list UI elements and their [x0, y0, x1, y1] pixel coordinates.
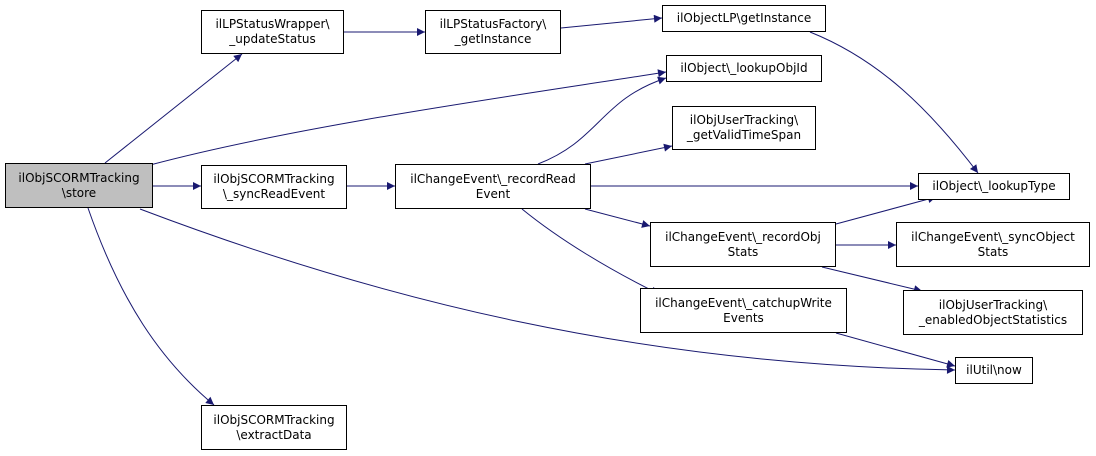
node-label-line1: ilChangeEvent\_recordObj	[665, 229, 821, 244]
edge-recordReadEvent-to-lookupObjId	[537, 76, 667, 165]
node-ilchangeevent-catchupwriteevents[interactable]: ilChangeEvent\_catchupWrite Events	[640, 288, 847, 333]
edge-recordObjStats-to-lookupType	[835, 195, 937, 225]
edge-store-to-now	[139, 208, 956, 374]
edge-recordReadEvent-to-catchupWriteEvents	[521, 208, 660, 295]
node-ilchangeevent-syncobjectstats[interactable]: ilChangeEvent\_syncObject Stats	[896, 222, 1090, 267]
edge-recordReadEvent-to-getValidTimeSpan	[584, 143, 673, 165]
node-label-line1: ilObjSCORMTracking	[18, 170, 140, 185]
node-label-line2: Events	[723, 310, 764, 325]
edge-catchupWriteEvents-to-now	[835, 332, 956, 368]
edge-recordReadEvent-to-recordObjStats	[584, 208, 651, 228]
node-label-line1: ilObject\_lookupObjId	[680, 61, 808, 75]
node-ilobjusertracking-enabledobjectstatistics[interactable]: ilObjUserTracking\ _enabledObjectStatist…	[903, 290, 1083, 335]
edge-recordObjStats-to-enabledObjectStatistics	[821, 266, 923, 294]
node-ilobjscormtracking-extractdata[interactable]: ilObjSCORMTracking \extractData	[201, 405, 347, 450]
node-ilobject-lookupobjid[interactable]: ilObject\_lookupObjId	[666, 55, 822, 82]
node-label-line1: ilObject\_lookupType	[932, 179, 1056, 193]
node-ilchangeevent-recordobjstats[interactable]: ilChangeEvent\_recordObj Stats	[650, 222, 836, 267]
node-label-line2: _getInstance	[454, 32, 532, 46]
node-label-line1: ilChangeEvent\_recordRead	[410, 171, 576, 186]
node-ilutil-now[interactable]: ilUtil\now	[955, 357, 1033, 384]
edge-store-to-updateStatus	[104, 53, 243, 164]
node-illpstatusfactory-getinstance[interactable]: ilLPStatusFactory\ _getInstance	[425, 10, 561, 54]
node-label-line1: ilObjUserTracking\	[938, 297, 1048, 312]
node-label-line1: ilUtil\now	[966, 363, 1022, 377]
node-label-line2: \store	[61, 185, 97, 200]
edge-getInstanceObjectLP-to-lookupType	[809, 31, 979, 174]
edge-store-to-lookupObjId	[149, 69, 667, 166]
node-label-line2: _updateStatus	[229, 32, 316, 46]
node-illpstatuswrapper-updatestatus[interactable]: ilLPStatusWrapper\ _updateStatus	[201, 10, 344, 54]
node-label-line2: Stats	[727, 244, 759, 259]
node-label-line1: ilLPStatusFactory\	[439, 17, 547, 31]
node-ilchangeevent-recordreadevent[interactable]: ilChangeEvent\_recordRead Event	[395, 164, 591, 209]
node-label-line2: _enabledObjectStatistics	[918, 312, 1068, 327]
node-label-line1: ilObjectLP\getInstance	[676, 11, 812, 25]
edge-store-to-extractData	[87, 207, 215, 406]
node-label-line2: Stats	[977, 244, 1009, 259]
node-ilobjscormtracking-store: ilObjSCORMTracking \store	[5, 163, 153, 208]
node-label-line2: \extractData	[236, 427, 312, 442]
node-label-line2: \_syncReadEvent	[222, 187, 326, 201]
node-label-line1: ilObjSCORMTracking	[213, 172, 335, 186]
node-ilobjscormtracking-syncreadevent[interactable]: ilObjSCORMTracking \_syncReadEvent	[201, 165, 347, 209]
node-label-line1: ilChangeEvent\_syncObject	[911, 229, 1075, 244]
node-label-line2: Event	[475, 186, 511, 201]
node-label-line1: ilObjSCORMTracking	[213, 412, 335, 427]
node-label-line1: ilChangeEvent\_catchupWrite	[655, 295, 832, 310]
node-ilobject-lookuptype[interactable]: ilObject\_lookupType	[918, 173, 1070, 200]
node-ilobjusertracking-getvalidtimespan[interactable]: ilObjUserTracking\ _getValidTimeSpan	[672, 106, 816, 150]
node-label-line2: _getValidTimeSpan	[686, 128, 802, 142]
node-ilobjectlp-getinstance[interactable]: ilObjectLP\getInstance	[662, 5, 826, 32]
node-label-line1: ilObjUserTracking\	[689, 113, 799, 127]
node-label-line1: ilLPStatusWrapper\	[215, 17, 330, 31]
edge-getInstanceFactory-to-getInstanceObjectLP	[560, 14, 663, 29]
